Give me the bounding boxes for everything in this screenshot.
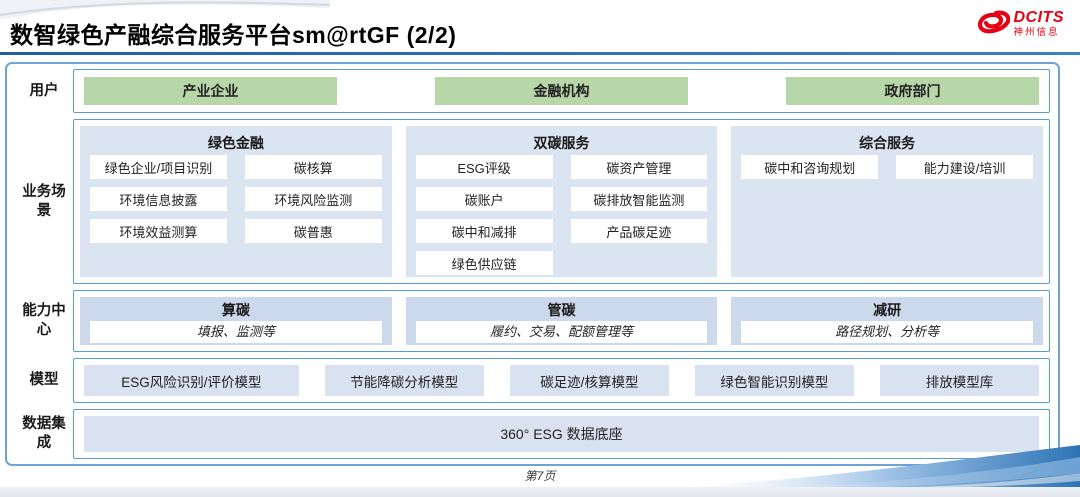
- scenario-col-title: 双碳服务: [533, 135, 590, 152]
- model-chip: 绿色智能识别模型: [694, 365, 854, 397]
- capabilities-box: 算碳 填报、监测等 管碳 履约、交易、配额管理等 减研 路径规划、分析等: [73, 290, 1050, 353]
- users-box: 产业企业 金融机构 政府部门: [73, 69, 1050, 114]
- row-label-data-integration: 数据集成: [22, 416, 66, 452]
- scenario-item: ESG评级: [415, 155, 553, 180]
- logo-brand-text: DCITS: [1013, 9, 1064, 27]
- scenarios-box: 绿色金融 绿色企业/项目识别 碳核算 环境信息披露 环境风险监测 环境效益测算 …: [73, 119, 1050, 285]
- scenario-item: 环境风险监测: [244, 187, 382, 212]
- scenario-item: 碳普惠: [244, 219, 382, 244]
- dcits-logo: DCITS 神州信息: [974, 10, 1065, 38]
- dcits-swirl-icon: [977, 10, 1010, 34]
- scenario-item: 环境信息披露: [90, 187, 227, 212]
- row-label-capabilities: 能力中心: [22, 303, 66, 339]
- scenario-col-green-finance: 绿色金融 绿色企业/项目识别 碳核算 环境信息披露 环境风险监测 环境效益测算 …: [80, 126, 392, 278]
- scenario-item: 能力建设/培训: [896, 155, 1034, 180]
- data-integration-box: 360° ESG 数据底座: [73, 409, 1050, 459]
- scenario-item: 环境效益测算: [90, 219, 227, 244]
- scenario-item: 绿色企业/项目识别: [90, 155, 227, 180]
- user-chip-government: 政府部门: [785, 77, 1039, 106]
- scenario-col-dual-carbon: 双碳服务 ESG评级 碳资产管理 碳账户 碳排放智能监测 碳中和减排 产品碳足迹…: [405, 126, 718, 278]
- capability-title: 管碳: [547, 302, 576, 319]
- scenario-item: 碳核算: [244, 155, 382, 180]
- scenario-item: 碳资产管理: [570, 155, 708, 180]
- title-underline: [0, 52, 1080, 55]
- row-capabilities: 能力中心 算碳 填报、监测等 管碳 履约、交易、配额管理等 减研 路径规划、分析…: [15, 290, 1050, 353]
- row-label-scenarios: 业务场景: [22, 183, 66, 219]
- scenario-item: 产品碳足迹: [570, 219, 708, 244]
- row-data-integration: 数据集成 360° ESG 数据底座: [15, 409, 1050, 459]
- capability-reduce-research: 减研 路径规划、分析等: [731, 297, 1044, 346]
- bottom-band: [0, 487, 1080, 497]
- scenario-item: 碳账户: [415, 187, 553, 212]
- user-chip-industry: 产业企业: [84, 77, 338, 106]
- capability-calc-carbon: 算碳 填报、监测等: [80, 297, 392, 346]
- user-chip-finance: 金融机构: [434, 77, 689, 106]
- row-scenarios: 业务场景 绿色金融 绿色企业/项目识别 碳核算 环境信息披露 环境风险监测 环境…: [15, 119, 1050, 285]
- capability-manage-carbon: 管碳 履约、交易、配额管理等: [405, 297, 718, 346]
- capability-title: 算碳: [221, 302, 250, 319]
- logo-company-text: 神州信息: [1013, 27, 1060, 39]
- esg-data-base-chip: 360° ESG 数据底座: [84, 416, 1039, 452]
- scenario-item: 碳排放智能监测: [570, 187, 708, 212]
- architecture-frame: 用户 产业企业 金融机构 政府部门 业务场景 绿色金融 绿色企业/项目识别 碳核…: [5, 62, 1060, 466]
- row-label-models: 模型: [29, 372, 59, 389]
- capability-desc: 路径规划、分析等: [741, 321, 1034, 344]
- scenario-col-title: 绿色金融: [207, 135, 264, 152]
- row-users: 用户 产业企业 金融机构 政府部门: [15, 69, 1050, 114]
- model-chip: 排放模型库: [879, 365, 1039, 397]
- model-chip: ESG风险识别/评价模型: [84, 365, 299, 397]
- capability-desc: 填报、监测等: [90, 321, 382, 344]
- model-chip: 节能降碳分析模型: [324, 365, 484, 397]
- scenario-item: 绿色供应链: [415, 251, 553, 276]
- row-models: 模型 ESG风险识别/评价模型 节能降碳分析模型 碳足迹/核算模型 绿色智能识别…: [15, 358, 1050, 404]
- capability-desc: 履约、交易、配额管理等: [415, 321, 708, 344]
- page-title: 数智绿色产融综合服务平台sm@rtGF (2/2): [10, 22, 457, 48]
- page-number: 第7页: [524, 469, 556, 483]
- model-chip: 碳足迹/核算模型: [509, 365, 669, 397]
- scenario-col-comprehensive: 综合服务 碳中和咨询规划 能力建设/培训: [731, 126, 1044, 278]
- capability-title: 减研: [873, 302, 902, 319]
- scenario-item: 碳中和咨询规划: [741, 155, 879, 180]
- row-label-users: 用户: [29, 82, 59, 99]
- models-box: ESG风险识别/评价模型 节能降碳分析模型 碳足迹/核算模型 绿色智能识别模型 …: [73, 358, 1050, 404]
- scenario-col-title: 综合服务: [859, 135, 916, 152]
- scenario-item: 碳中和减排: [415, 219, 553, 244]
